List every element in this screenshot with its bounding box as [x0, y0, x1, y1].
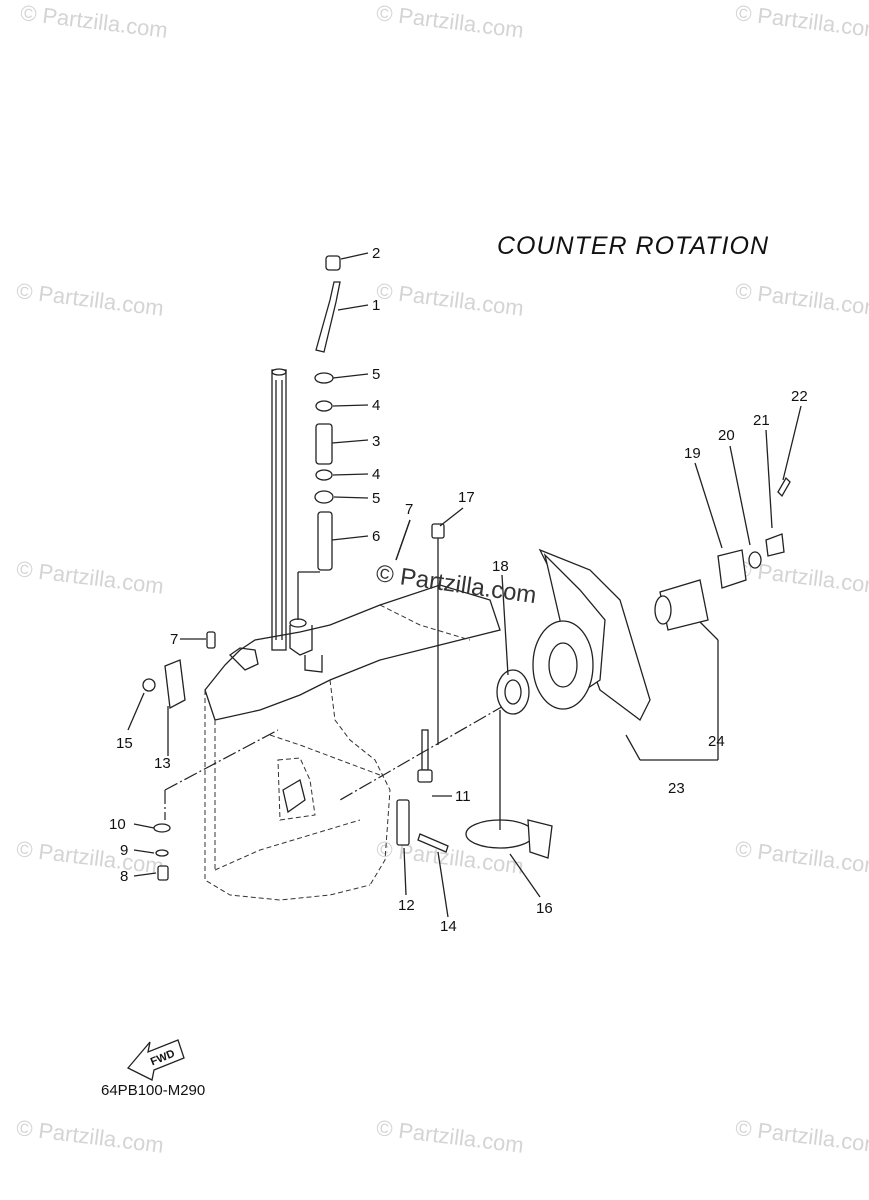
- callout-6: 6: [372, 528, 380, 545]
- callout-24: 24: [708, 733, 725, 750]
- callout-1: 1: [372, 297, 380, 314]
- callout-17: 17: [458, 489, 475, 506]
- callout-22: 22: [791, 388, 808, 405]
- callout-18: 18: [492, 558, 509, 575]
- callout-5: 5: [372, 490, 380, 507]
- callout-16: 16: [536, 900, 553, 917]
- small-parts: [142, 523, 449, 881]
- callout-4: 4: [372, 466, 380, 483]
- trim-tab: [339, 704, 553, 859]
- leader-lines: [127, 252, 802, 918]
- callout-8: 8: [120, 868, 128, 885]
- diagram-code: 64PB100-M290: [101, 1082, 206, 1099]
- callout-5: 5: [372, 366, 380, 383]
- callout-2: 2: [372, 245, 380, 262]
- propeller: [496, 476, 791, 761]
- callout-19: 19: [684, 445, 701, 462]
- water-tube: [297, 255, 341, 620]
- callout-11: 11: [455, 788, 471, 805]
- lower-casing: [204, 584, 501, 901]
- drive-shaft: [271, 368, 287, 651]
- fwd-arrow-icon: FWD: [126, 1039, 185, 1081]
- diagram-title: COUNTER ROTATION: [497, 232, 770, 260]
- callout-numbers: 2 1 5 4 3 4 5 6 7 17 18 19 20 21 22 7 15…: [109, 245, 808, 935]
- callout-3: 3: [372, 433, 380, 450]
- callout-23: 23: [668, 780, 685, 797]
- callout-7: 7: [170, 631, 178, 648]
- callout-12: 12: [398, 897, 415, 914]
- callout-10: 10: [109, 816, 126, 833]
- callout-21: 21: [753, 412, 770, 429]
- callout-4: 4: [372, 397, 380, 414]
- callout-14: 14: [440, 918, 457, 935]
- callout-20: 20: [718, 427, 735, 444]
- callout-7: 7: [405, 501, 413, 518]
- callout-15: 15: [116, 735, 133, 752]
- callout-13: 13: [154, 755, 171, 772]
- callout-9: 9: [120, 842, 128, 859]
